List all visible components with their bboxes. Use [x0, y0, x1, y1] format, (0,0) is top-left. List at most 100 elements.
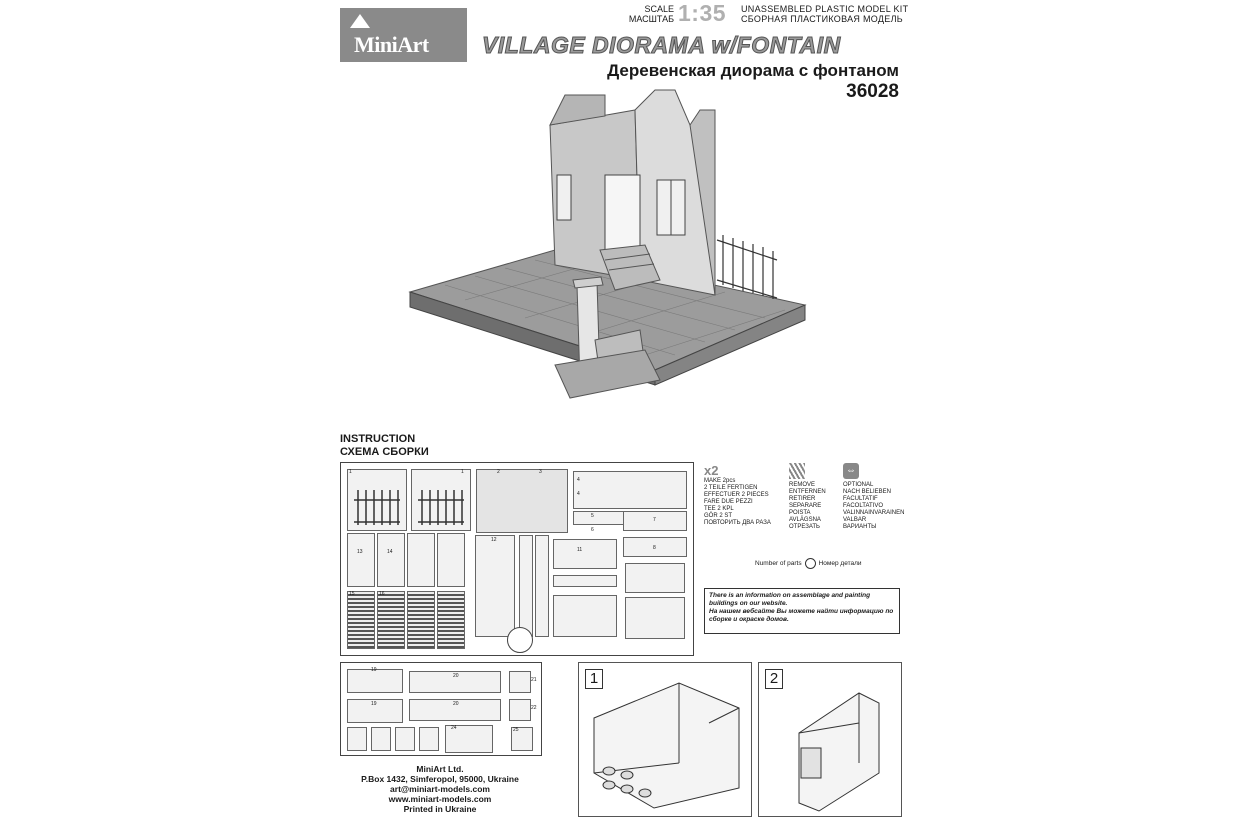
sprue-part [371, 727, 391, 751]
footer-address: P.Box 1432, Simferopol, 95000, Ukraine [361, 774, 519, 784]
sprue-part [553, 595, 617, 637]
part-number: 19 [371, 701, 377, 707]
footer-web[interactable]: www.miniart-models.com [388, 794, 492, 804]
sprue-part [347, 533, 375, 587]
parts-number-note: Number of parts Номер детали [755, 558, 862, 569]
logo-wordmark: MiniArt [354, 32, 429, 57]
sprue-part [347, 469, 407, 531]
legend-remove: REMOVE ENTFERNEN RETIRER SEPARARE POISTA… [789, 463, 826, 531]
scale-label-en: SCALE [644, 4, 674, 14]
sprue-part [407, 591, 435, 649]
part-number: 1 [349, 469, 352, 475]
part-number: 8 [653, 545, 656, 551]
sprue-part [625, 563, 685, 593]
legend-line: VALBAR [843, 517, 867, 523]
legend-optional: ⇔ OPTIONAL NACH BELIEBEN FACULTATIF FACO… [843, 463, 904, 531]
title-ru: Деревенская диорама с фонтаном [607, 61, 899, 80]
kit-code: 36028 [846, 81, 899, 102]
sprue-part [553, 539, 617, 569]
sprue-part [419, 727, 439, 751]
sprue-part [445, 725, 493, 753]
sprue-part [573, 471, 687, 509]
legend-optional-text: OPTIONAL NACH BELIEBEN FACULTATIF FACOLT… [843, 482, 904, 531]
legend-line: 2 TEILE FERTIGEN [704, 485, 758, 491]
sprue-part [623, 537, 687, 557]
sprue-part [437, 591, 465, 649]
brand-logo: MiniArt [340, 8, 467, 62]
part-number: 19 [371, 667, 377, 673]
step-number: 1 [585, 669, 603, 689]
part-number: 4 [577, 491, 580, 497]
legend-line: ВАРИАНТЫ [843, 524, 877, 530]
sprue-part [623, 511, 687, 531]
part-number: 15 [349, 591, 355, 597]
part-number: 20 [453, 673, 459, 679]
legend-line: FARE DUE PEZZI [704, 499, 753, 505]
sprue-part [377, 533, 405, 587]
sprue-part [475, 535, 515, 637]
part-number: 25 [513, 727, 519, 733]
legend-line: RETIRER [789, 496, 816, 502]
footer-company: MiniArt Ltd. [416, 764, 464, 774]
part-number: 16 [379, 591, 385, 597]
part-number: 21 [531, 677, 537, 683]
sprue-gate-ring [507, 627, 533, 653]
kit-type-en: UNASSEMBLED PLASTIC MODEL KIT [741, 4, 909, 14]
sprue-b: 19 19 20 20 21 22 24 25 [340, 662, 542, 756]
sprue-part [409, 671, 501, 693]
legend-line: FACULTATIF [843, 496, 878, 502]
sprue-part [409, 699, 501, 721]
legend-line: MAKE 2pcs [704, 478, 736, 484]
footer: MiniArt Ltd. P.Box 1432, Simferopol, 950… [340, 764, 540, 814]
legend-line: VALINNAINVARAINEN [843, 510, 905, 516]
info-ru: На нашем вебсайте Вы можете найти информ… [709, 608, 894, 623]
part-number: 14 [387, 549, 393, 555]
sprue-part [509, 699, 531, 721]
part-number: 4 [577, 477, 580, 483]
legend-line: FACOLTATIVO [843, 503, 884, 509]
sprue-part [395, 727, 415, 751]
part-number: 6 [591, 527, 594, 533]
part-number: 7 [653, 517, 656, 523]
parts-note-en: Number of parts [755, 560, 802, 567]
legend-line: ОТРЕЗАТЬ [789, 524, 820, 530]
website-info-box: There is an information on assemblage an… [704, 588, 900, 634]
part-number: 1 [461, 469, 464, 475]
part-number: 24 [451, 725, 457, 731]
legend-line: TEE 2 KPL [704, 506, 734, 512]
instruction-en: INSTRUCTION [340, 433, 416, 445]
parts-note-ru: Номер детали [818, 560, 862, 567]
sprue-part [535, 535, 549, 637]
legend-line: POISTA [789, 510, 811, 516]
legend-line: OPTIONAL [843, 482, 874, 488]
x2-icon: x2 [704, 463, 719, 478]
scale-labels: SCALE МАСШТАБ [620, 4, 674, 24]
legend-line: SEPARARE [789, 503, 822, 509]
sprue-part [347, 591, 375, 649]
assembly-step-1: 1 [578, 662, 752, 817]
part-number: 20 [453, 701, 459, 707]
sprue-a: 1 1 2 3 4 4 5 6 7 8 11 12 13 14 15 16 [340, 462, 694, 656]
sprue-part [347, 669, 403, 693]
sprue-part [411, 469, 471, 531]
sprue-part [347, 699, 403, 723]
sprue-part [476, 469, 568, 533]
footer-email[interactable]: art@miniart-models.com [390, 784, 490, 794]
optional-icon: ⇔ [843, 463, 859, 479]
sprue-part [625, 597, 685, 639]
sprue-part [347, 727, 367, 751]
part-number: 5 [591, 513, 594, 519]
kit-type: UNASSEMBLED PLASTIC MODEL KIT СБОРНАЯ ПЛ… [741, 4, 908, 24]
footer-printed: Printed in Ukraine [403, 804, 477, 814]
scale-label-ru: МАСШТАБ [628, 14, 674, 24]
sprue-part [511, 727, 533, 751]
step-number: 2 [765, 669, 783, 689]
legend-line: ENTFERNEN [789, 489, 826, 495]
sprue-part [509, 671, 531, 693]
scale-value: 1:35 [678, 0, 727, 26]
sprue-part [519, 535, 533, 637]
part-number: 22 [531, 705, 537, 711]
part-number: 13 [357, 549, 363, 555]
legend-line: ПОВТОРИТЬ ДВА РАЗА [704, 520, 771, 526]
sprue-part [407, 533, 435, 587]
